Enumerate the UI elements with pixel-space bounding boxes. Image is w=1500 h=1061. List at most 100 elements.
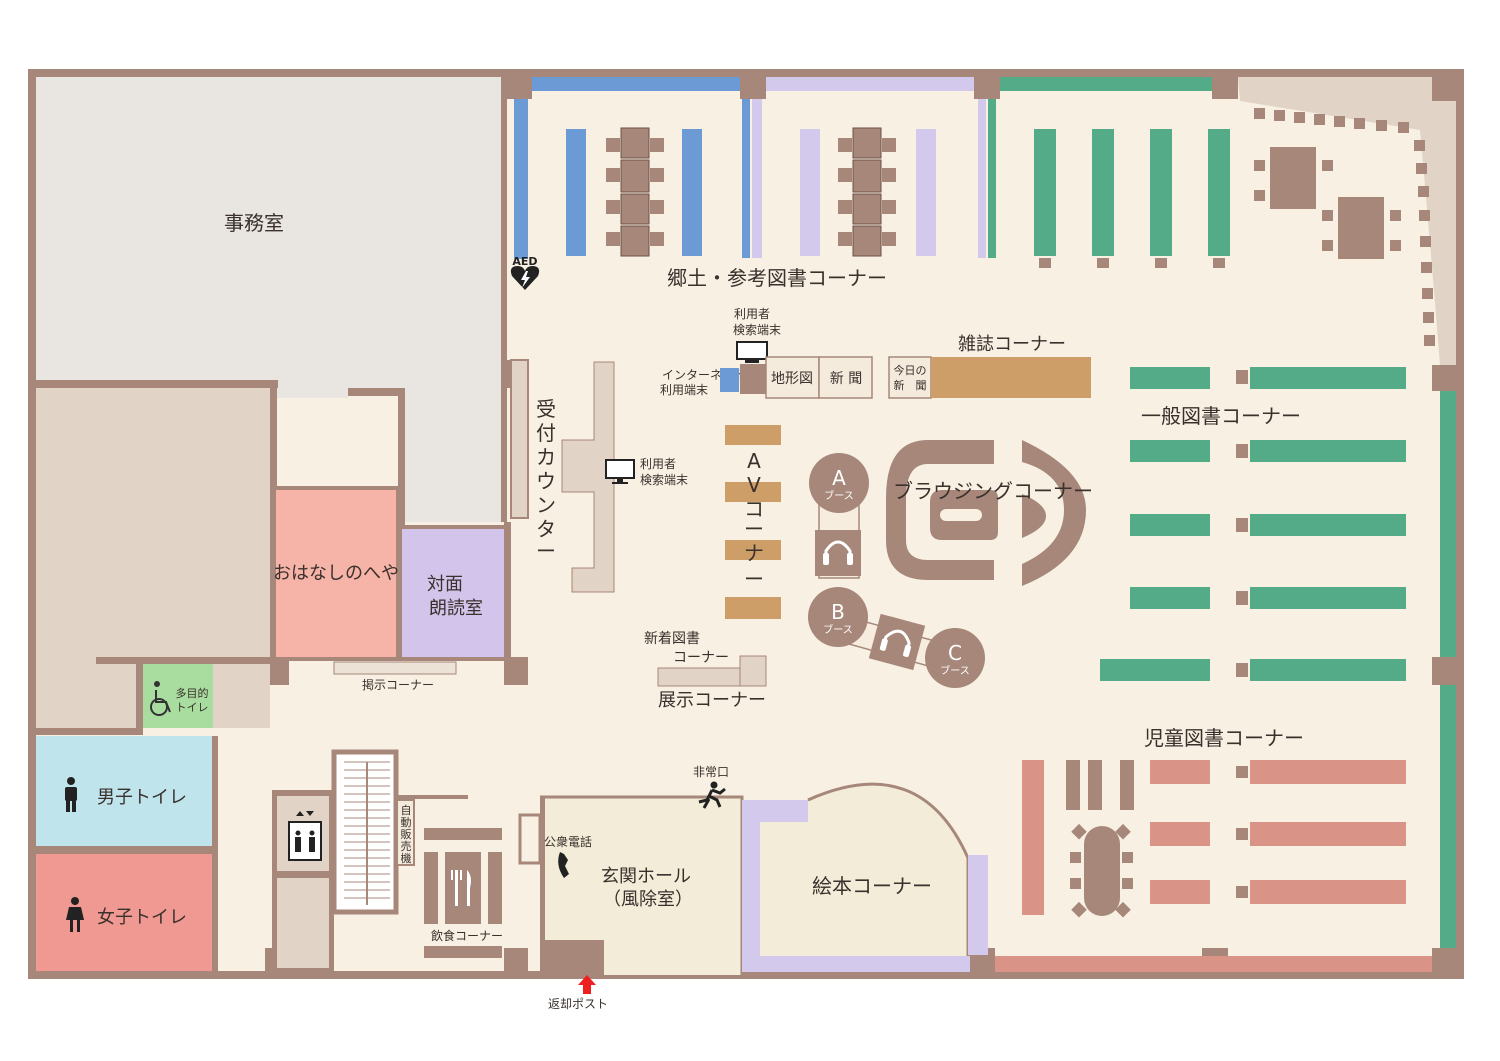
terminal-label-2: 検索端末 [640,473,688,487]
svg-text:受: 受 [536,397,556,421]
newspaper-shelf [818,356,873,399]
dining-corner [424,828,502,958]
emergency-exit-label: 非常口 [693,765,729,779]
svg-text:動: 動 [401,815,412,829]
svg-text:ー: ー [744,567,764,591]
svg-text:コ: コ [744,497,764,521]
svg-text:売: 売 [401,840,412,853]
entrance-label-2: （風除室） [603,889,693,910]
story-room-label: おはなしのへや [273,563,399,584]
booth-a [809,453,869,513]
terminal-top-label-1: 利用者 [734,307,770,321]
mens-toilet-label: 男子トイレ [97,787,187,808]
man-icon [65,777,77,812]
emergency-exit-runner-icon [698,781,726,809]
headphones-icon [823,540,853,565]
internet-label-2: 利用端末 [660,383,708,397]
shelf-feet [1039,258,1225,268]
multipurpose-toilet [143,664,213,728]
reception-label: 受 付 カ ウ ン タ ー [536,397,556,563]
woman-icon [66,897,84,932]
magazine-label: 雑誌コーナー [958,334,1066,355]
headphones-station-1 [815,530,861,576]
staircase [331,749,399,915]
shelf-top-blue [532,77,740,91]
headphones-station-2 [868,613,926,671]
booth-c-letter: C [948,641,962,665]
today-news-label-1: 今日の [894,363,927,377]
monitor-icon [736,341,768,363]
dining-label: 飲食コーナー [431,928,503,943]
notice-board [333,661,457,675]
aed-label: AED [512,255,537,268]
general-books-label: 一般図書コーナー [1141,404,1301,428]
vending-machine-label: 自 動 販 売 機 [401,804,412,865]
new-books-label-2: コーナー [673,650,729,666]
counter-wall [510,359,529,519]
svg-text:自: 自 [401,804,412,817]
notice-board-label: 掲示コーナー [362,677,434,692]
svg-text:付: 付 [536,421,556,445]
newspaper-label: 新 聞 [830,371,862,387]
up-arrow-icon [578,975,596,994]
svg-text:販: 販 [401,828,412,841]
browsing-label: ブラウジングコーナー [893,479,1093,503]
reception-counter [561,361,615,593]
browsing-sofas [886,440,1086,586]
return-post-label: 返却ポスト [548,997,608,1011]
svg-text:ン: ン [536,493,556,517]
exhibition-label: 展示コーナー [658,690,766,711]
office-room [36,77,504,522]
internet-terminal [720,368,739,392]
svg-text:ウ: ウ [536,469,556,493]
children-shelves [1022,760,1406,918]
study-desks-2 [838,127,896,257]
womens-toilet-label: 女子トイレ [97,907,187,928]
reading-room-label-2: 朗読室 [429,598,483,619]
reading-room [398,525,508,661]
reading-room-label-1: 対面 [427,574,463,595]
reading-chairs [1254,108,1435,346]
story-room [272,486,400,661]
monitor-icon [605,459,635,484]
topo-map-label: 地形図 [771,371,813,387]
av-shelves [725,425,781,619]
svg-text:V: V [747,473,761,497]
booth-c [925,628,985,688]
shelf-top-green [1000,77,1212,91]
terminal-label-1: 利用者 [640,457,676,471]
shelf-top-lavender [766,77,974,91]
multi-toilet-label-2: トイレ [176,701,209,714]
headphones-icon [879,629,912,658]
study-desks-1 [606,127,664,257]
children-label: 児童図書コーナー [1144,726,1304,750]
office-label: 事務室 [224,211,284,235]
svg-text:A: A [747,449,761,473]
reading-area [1238,77,1456,365]
terminal-top-label-2: 検索端末 [733,323,781,337]
elevator-icon [288,811,322,861]
shelf-right-green [1440,391,1456,657]
svg-text:ー: ー [536,539,556,563]
svg-text:カ: カ [536,445,556,469]
booth-c-word: ブース [940,664,970,677]
booth-b-word: ブース [823,623,853,636]
av-corner-label: A V コ ー ナ ー [744,449,764,591]
booth-b-letter: B [831,600,845,624]
today-news-label-2: 新 聞 [894,378,927,392]
svg-text:ナ: ナ [744,541,764,565]
womens-toilet [36,854,212,971]
general-shelves [1100,367,1406,681]
multi-toilet-label-1: 多目的 [176,686,209,700]
shelf-bottom-pink [995,956,1432,972]
topo-map-shelf [765,356,820,399]
svg-text:ー: ー [744,517,764,541]
picture-book-room [760,784,968,956]
fork-knife-icon [451,870,471,906]
new-books-label-1: 新着図書 [644,631,700,647]
svg-text:タ: タ [536,517,556,541]
entrance-label-1: 玄関ホール [601,866,691,887]
public-phone-label: 公衆電話 [544,834,592,849]
svg-text:機: 機 [401,851,412,865]
